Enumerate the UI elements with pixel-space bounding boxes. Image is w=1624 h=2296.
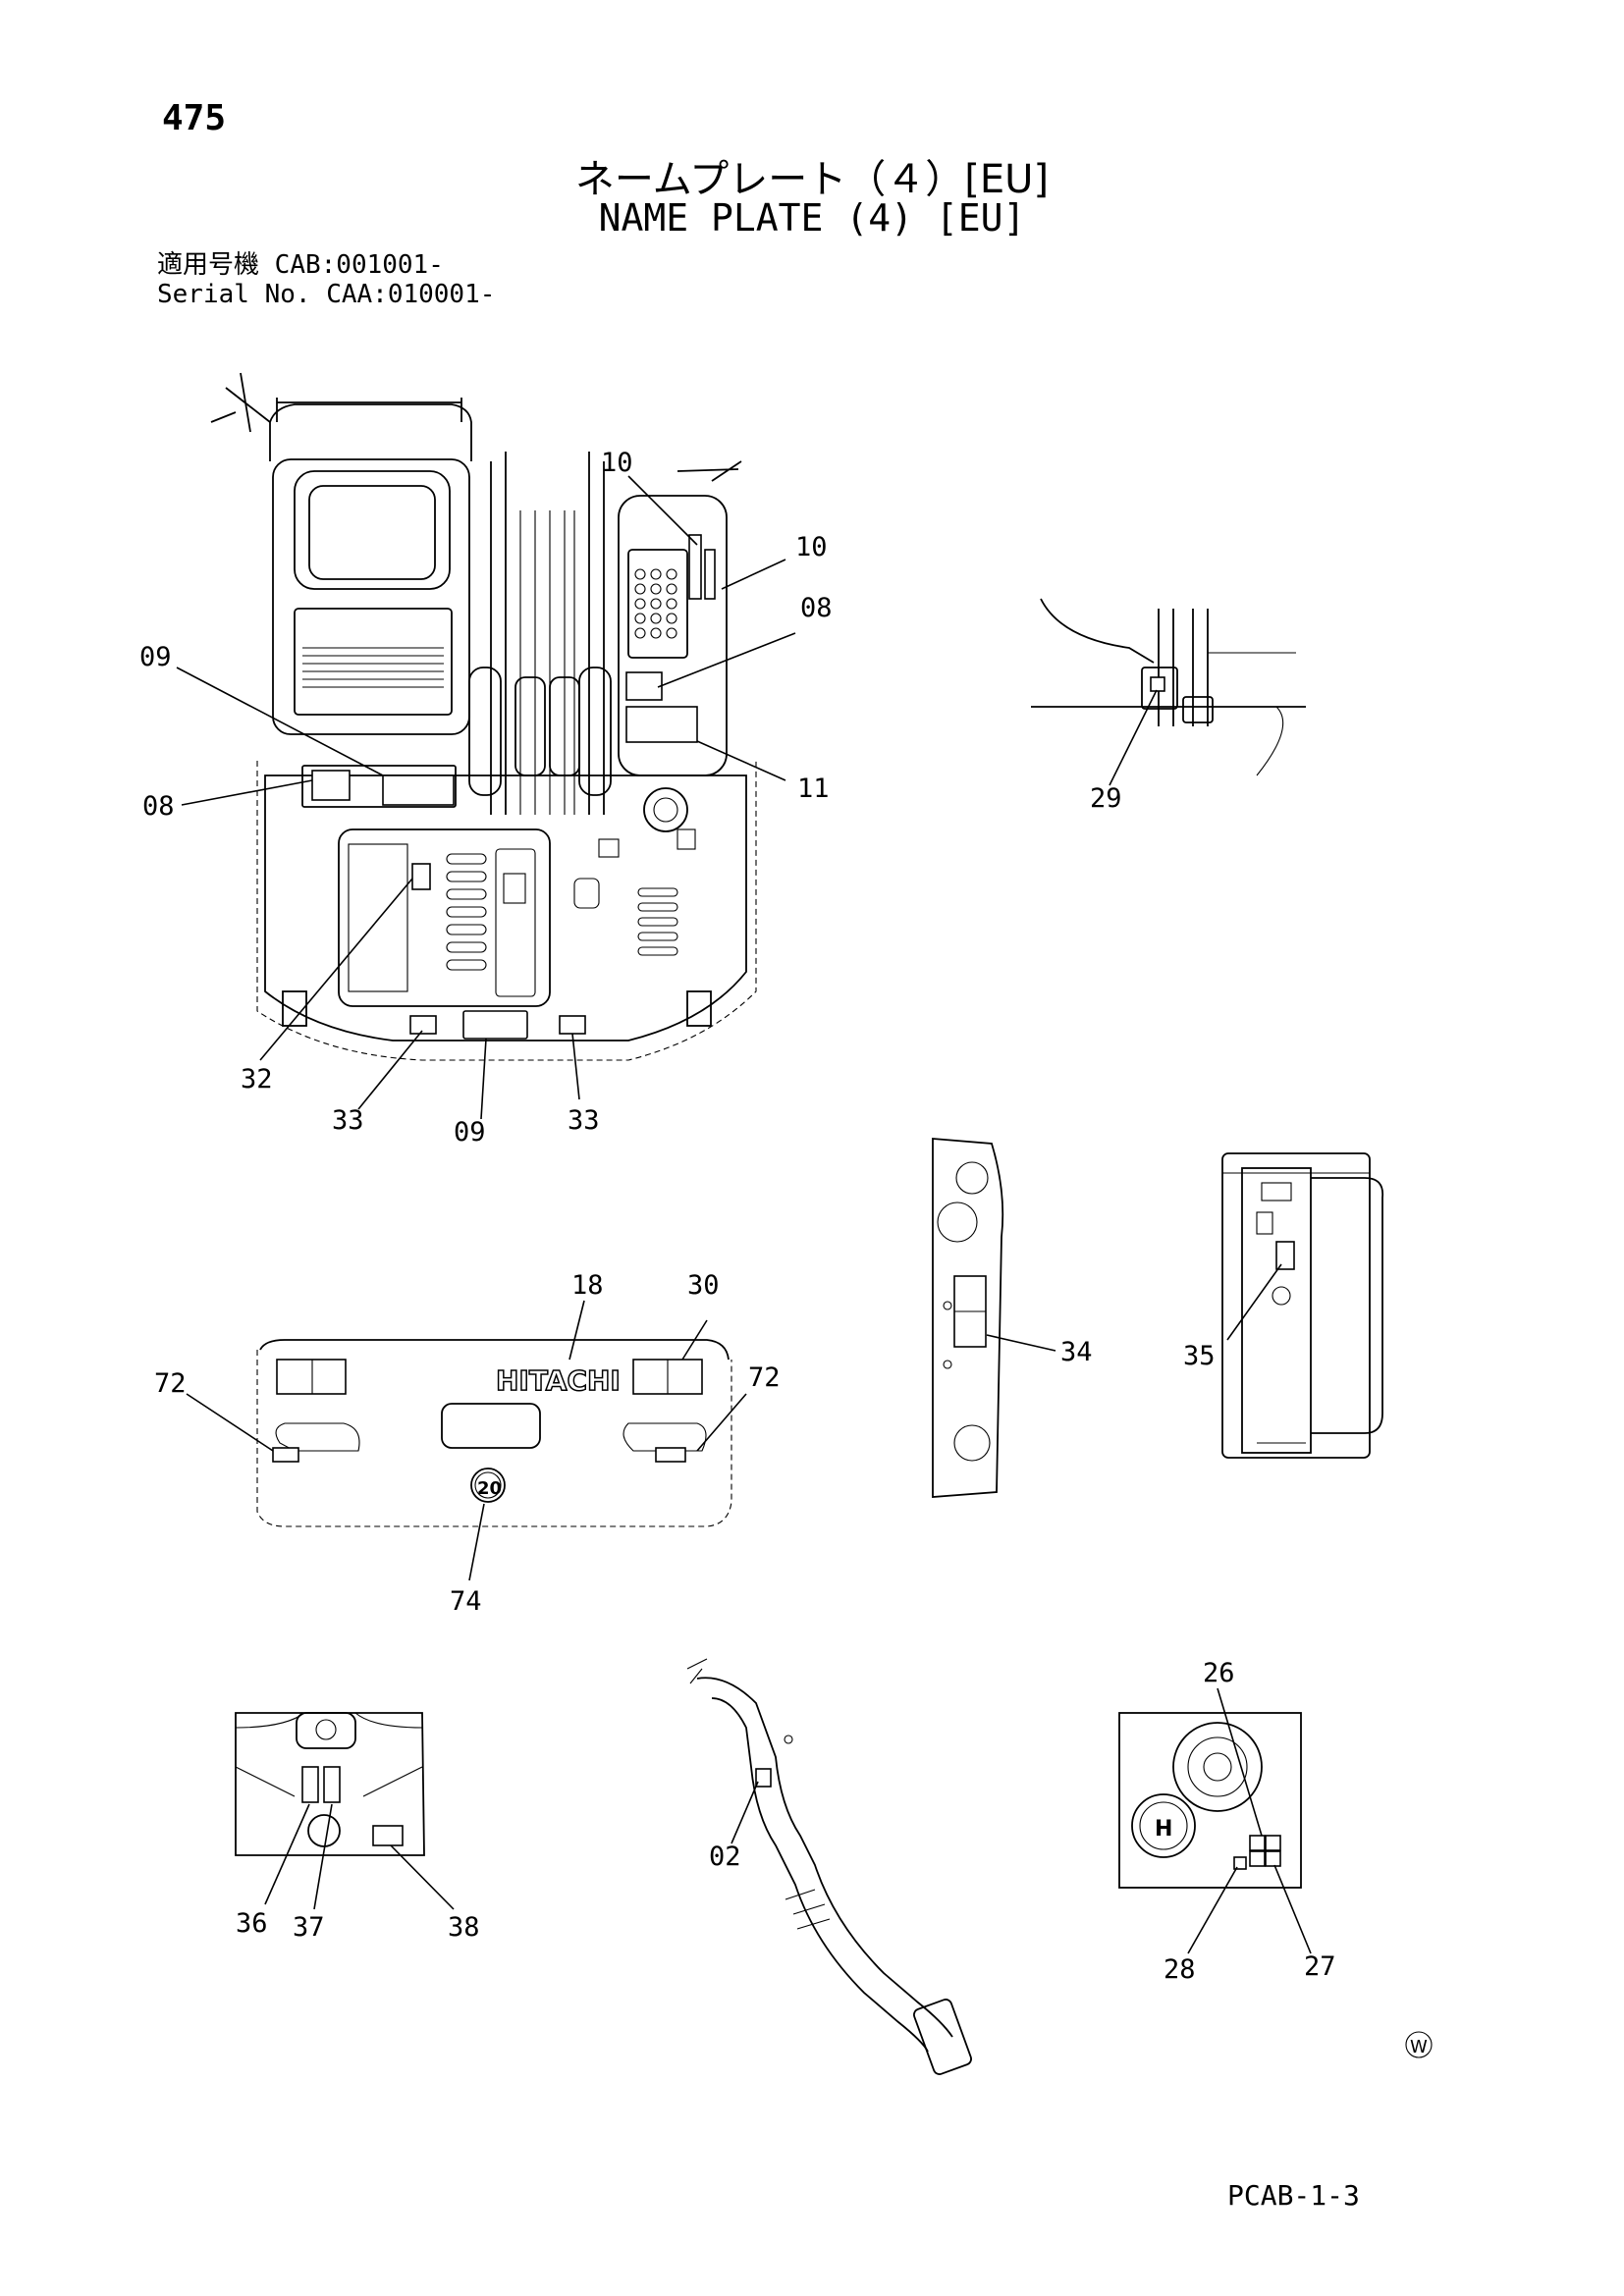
callout-30: 30 [687,1270,720,1301]
main-view-callouts: 10 10 08 09 08 11 32 33 09 33 [139,448,833,1148]
detail-29-view: 29 [1031,598,1306,814]
callout-02: 02 [709,1842,741,1872]
nameplate-27 [1249,1850,1266,1867]
callout-36: 36 [236,1908,268,1939]
engine-hood [338,787,696,1007]
page-title-japanese: ネームプレート（４）[EU] [574,157,1050,202]
nameplate-09-lower [462,1010,528,1040]
nameplate-72-right [655,1447,686,1463]
callout-38: 38 [448,1912,480,1943]
nameplate-37 [323,1766,341,1803]
callout-28: 28 [1164,1954,1196,1985]
tank-h-mark: H [1155,1817,1172,1842]
side-panel-view: 34 [932,1138,1093,1498]
serial-value: CAA:010001- [326,280,496,309]
callout-72: 72 [748,1362,781,1393]
serial-row-applicable: 適用号機 CAB:001001- [157,250,495,280]
callout-18: 18 [571,1270,604,1301]
boom-assembly [468,452,612,815]
serial-value: CAB:001001- [274,250,444,280]
callout-08: 08 [142,791,175,822]
nameplate-02 [755,1768,772,1788]
main-view-leaders [176,475,796,1120]
callout-32: 32 [241,1064,273,1095]
callout-08: 08 [800,593,833,623]
nameplate-09-upper [382,774,455,806]
tank-view: 36 37 38 [235,1712,480,1943]
speed-badge [470,1468,506,1503]
callout-09: 09 [139,642,172,672]
side-component-view: 35 [1183,1152,1384,1459]
hose-view: 02 [686,1658,972,2075]
nameplate-rear-left [276,1359,347,1395]
cab-body [272,458,470,735]
w-mark: W [1405,2031,1433,2058]
nameplate-72-left [272,1447,299,1463]
serial-row-serial-no: Serial No. CAA:010001- [157,280,495,309]
mirror-bracket [210,372,271,433]
page-title-english: NAME PLATE (4) [EU] [598,196,1026,240]
callout-11: 11 [797,774,830,804]
callout-29: 29 [1090,783,1122,814]
nameplate-08-left [311,770,351,801]
page-number: 475 [162,98,227,138]
reservoir-top-view: H 26 27 28 [1118,1658,1336,1985]
callout-34: 34 [1060,1337,1093,1367]
nameplate-35 [1275,1241,1295,1270]
nameplate-26 [1249,1835,1266,1851]
callout-09: 09 [454,1117,486,1148]
upper-structure [264,774,747,1041]
speed-badge-number: 20 [477,1478,502,1499]
serial-label: Serial No. [157,280,311,309]
serial-number-block: 適用号機 CAB:001001- Serial No. CAA:010001- [157,250,495,309]
right-cabinet [618,460,742,776]
nameplate-38 [372,1825,404,1846]
callout-27: 27 [1304,1951,1336,1982]
nameplate-27b [1265,1850,1281,1867]
nameplate-29 [1150,676,1165,692]
nameplate-32 [411,863,431,890]
nameplate-28 [1233,1856,1247,1870]
nameplate-33-right [559,1015,586,1035]
callout-10: 10 [795,532,828,562]
callout-37: 37 [293,1912,325,1943]
nameplate-33-left [409,1015,437,1035]
callout-72: 72 [154,1368,187,1399]
callout-33: 33 [332,1105,364,1136]
nameplate-36 [301,1766,319,1803]
nameplate-26b [1265,1835,1281,1851]
callout-74: 74 [450,1586,482,1617]
cab-roof [269,403,472,461]
svg-text:W: W [1410,2037,1428,2057]
hitachi-logo-text: HITACHI [496,1364,621,1397]
page-code: PCAB-1-3 [1227,2179,1360,2212]
machine-top-view [210,372,757,1061]
rear-counterweight-view: HITACHI 20 18 30 72 72 74 [154,1270,781,1617]
callout-35: 35 [1183,1341,1216,1371]
callout-10: 10 [601,448,633,478]
serial-label: 適用号機 [157,250,260,280]
callout-33: 33 [568,1105,600,1136]
callout-26: 26 [1203,1658,1235,1688]
